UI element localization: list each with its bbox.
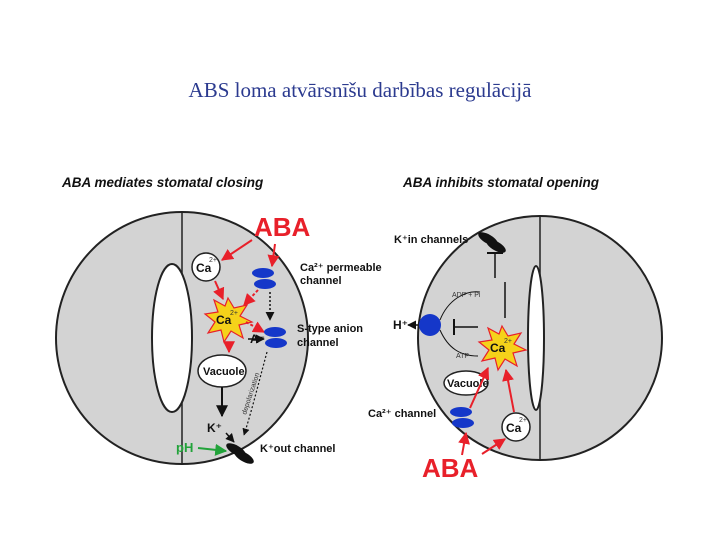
ca-channel-label: Ca²⁺ channel: [368, 408, 436, 420]
stomatal-pore: [151, 263, 193, 413]
adp-label: ADP + Pi: [452, 292, 481, 299]
arrow-ca-to-burst: [213, 280, 225, 301]
svg-text:Vacuole: Vacuole: [447, 378, 489, 390]
svg-text:2+: 2+: [504, 338, 512, 345]
arrow-burst-to-anion: [245, 321, 266, 333]
left-guard-cells: [55, 211, 309, 465]
anion-channel-label-1: S-type anion: [297, 323, 363, 335]
left-ca-burst-icon: Ca 2+: [203, 296, 254, 344]
svg-text:2+: 2+: [519, 417, 527, 424]
arrow-aba-to-ca: [221, 239, 253, 261]
right-aba-label: ABA: [422, 453, 479, 483]
slide-title: ABS loma atvārsnīšu darbības regulācijā: [188, 78, 532, 102]
svg-text:2+: 2+: [209, 257, 217, 264]
arrow-channel-to-burst-right: [469, 366, 490, 409]
right-k-in-channel: [478, 232, 506, 253]
adp-curve: [439, 291, 481, 321]
atp-curve: [439, 329, 479, 357]
arrow-ph: [197, 443, 228, 456]
right-ca-ion: Ca 2+: [501, 412, 531, 442]
left-ca-permeable-channel: [252, 268, 276, 289]
arrow-channel-to-burst: [243, 289, 259, 306]
anion-channel-label-2: channel: [297, 337, 339, 349]
arrow-ca-to-burst-right: [502, 368, 515, 413]
arrow-aba-to-channel-right: [458, 431, 470, 456]
k-out-channel-label: K⁺out channel: [260, 443, 335, 455]
left-s-type-anion-channel: [264, 327, 287, 348]
stomatal-pore-right: [527, 265, 545, 411]
ca-channel-label-1: Ca²⁺ permeable: [300, 262, 382, 274]
k-ion-label: K⁺: [207, 421, 222, 435]
svg-text:2+: 2+: [230, 310, 238, 317]
arrow-aba-to-ca-right: [481, 438, 507, 455]
atp-label: ATP: [456, 353, 469, 360]
svg-text:Ca: Ca: [490, 341, 506, 355]
right-ca-burst-icon: Ca 2+: [477, 324, 528, 372]
svg-text:Ca: Ca: [216, 313, 232, 327]
svg-text:Ca: Ca: [196, 261, 212, 275]
depolarization-arrow: [242, 351, 268, 436]
left-panel-heading: ABA mediates stomatal closing: [61, 175, 264, 190]
right-ca-channel: [450, 407, 474, 428]
svg-text:Vacuole: Vacuole: [203, 366, 245, 378]
arrow-aba-to-channel: [267, 243, 280, 268]
right-panel-heading: ABA inhibits stomatal opening: [402, 175, 600, 190]
left-ca-ion: Ca 2+: [191, 252, 221, 282]
svg-text:Ca: Ca: [506, 421, 522, 435]
ca-channel-label-2: channel: [300, 275, 342, 287]
left-aba-label: ABA: [254, 212, 311, 242]
right-guard-cells: [417, 215, 663, 461]
right-vacuole: Vacuole: [443, 370, 489, 396]
ph-label: pH: [176, 440, 193, 455]
left-k-out-channel: [226, 443, 254, 464]
arrow-k-out: [225, 432, 235, 443]
h-ion-label: H⁺: [393, 318, 408, 332]
k-in-channels-label: K⁺in channels: [394, 234, 468, 246]
left-vacuole: Vacuole: [197, 354, 247, 388]
h-atpase-pump: [419, 314, 441, 336]
